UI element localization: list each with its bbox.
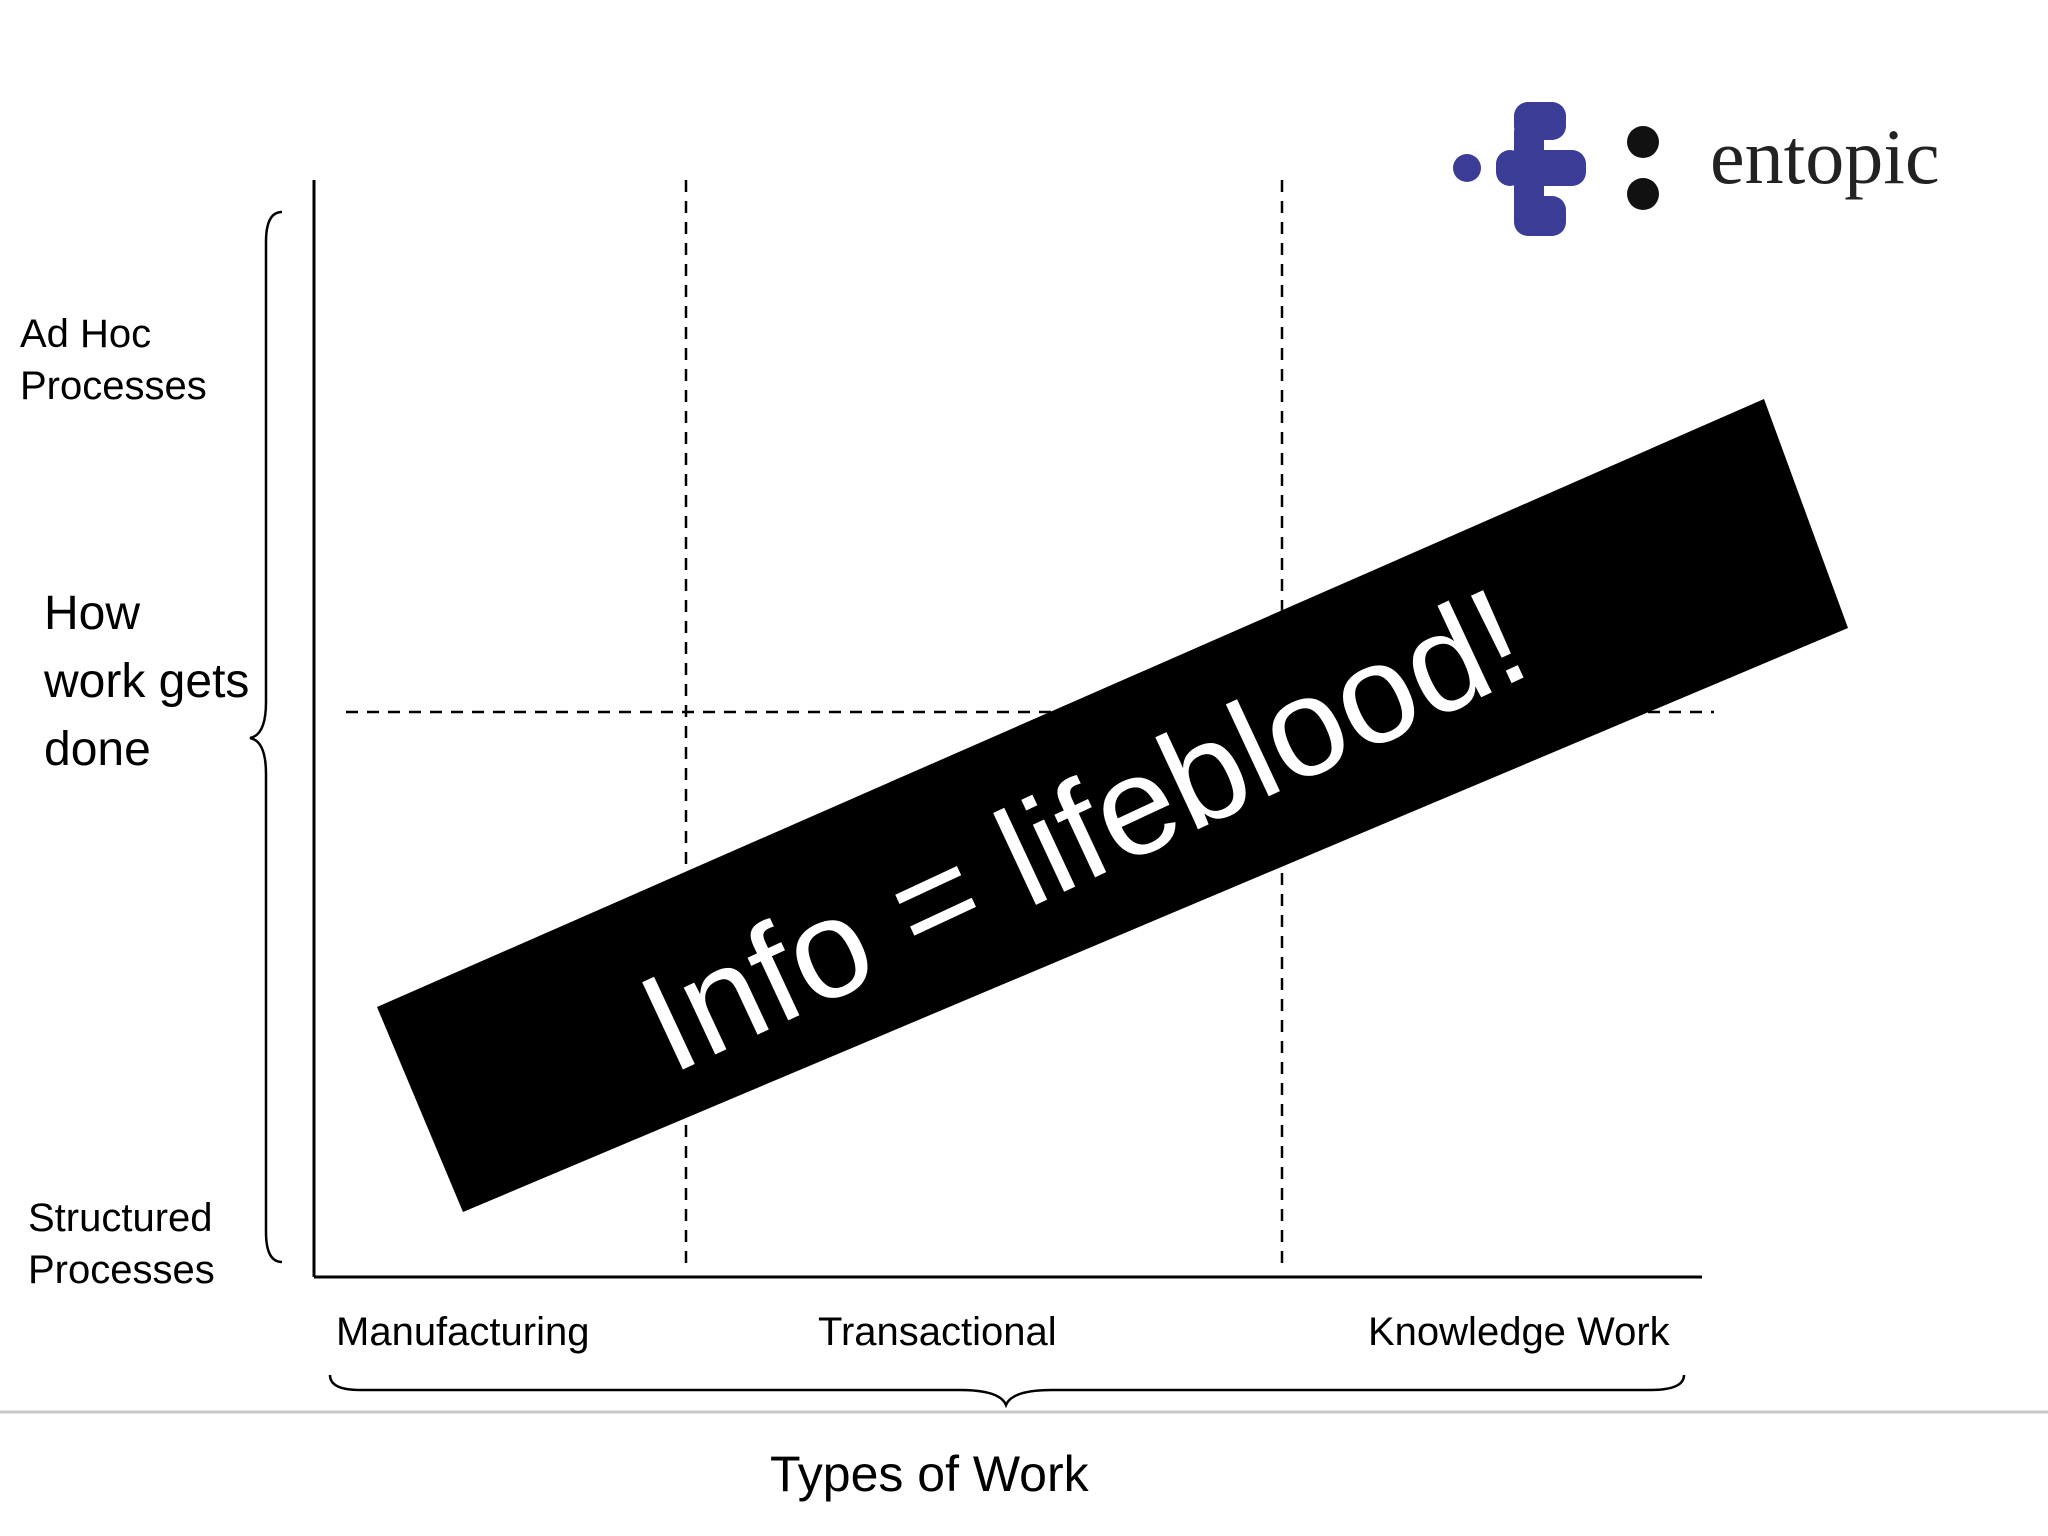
banner-background [377, 399, 1848, 1212]
y-title-line-3: done [44, 723, 151, 777]
y-title-line-2: work gets [44, 655, 250, 709]
y-title-line-1: How [44, 587, 141, 640]
bottom-brace [328, 1374, 1686, 1409]
y-axis-title: How work gets done [44, 580, 249, 784]
y-bottom-line-1: Structured [28, 1196, 213, 1240]
entopic-logo-text: entopic [1710, 113, 1940, 200]
y-axis-top-label: Ad Hoc Processes [20, 308, 207, 412]
x-category-knowledge-work: Knowledge Work [1368, 1310, 1670, 1354]
x-category-transactional: Transactional [818, 1310, 1057, 1354]
left-brace [249, 210, 283, 1264]
y-axis-bottom-label: Structured Processes [28, 1192, 215, 1296]
y-top-line-2: Processes [20, 364, 207, 408]
y-bottom-line-2: Processes [28, 1248, 215, 1292]
x-category-manufacturing: Manufacturing [336, 1310, 590, 1354]
x-axis-title: Types of Work [770, 1446, 1089, 1502]
y-top-line-1: Ad Hoc [20, 312, 152, 356]
entopic-logo-mark [1453, 102, 1659, 236]
